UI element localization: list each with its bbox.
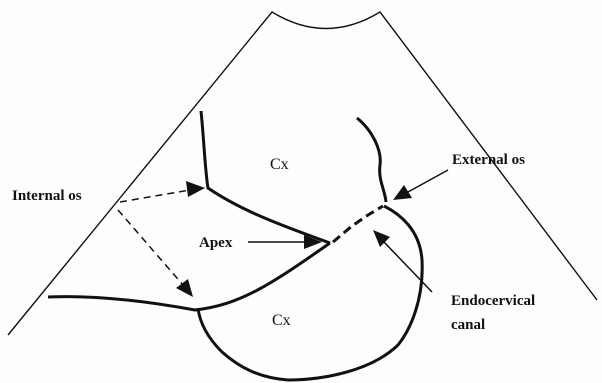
- label-endocervical-line2: canal: [451, 317, 485, 333]
- sector-outline: [7, 11, 598, 336]
- external-os-arrowhead: [393, 185, 412, 200]
- endocervical-arrow: [383, 241, 433, 293]
- endocervical-arrowhead: [373, 230, 390, 247]
- label-apex: Apex: [199, 235, 233, 251]
- posterior-lip-boundary: [199, 110, 331, 245]
- internal-os-arrow-lower: [117, 209, 184, 286]
- label-external-os: External os: [452, 152, 525, 168]
- label-cx-upper: Cx: [270, 156, 289, 173]
- endocervical-canal-line: [332, 204, 384, 244]
- canal-lower-wall: [47, 241, 331, 312]
- anterior-lip-outline: [196, 204, 424, 382]
- label-cx-lower: Cx: [272, 312, 291, 329]
- internal-os-arrowhead-upper: [186, 181, 205, 197]
- external-os-boundary: [356, 116, 388, 203]
- internal-os-arrowhead-lower: [176, 279, 193, 297]
- label-internal-os: Internal os: [12, 188, 82, 204]
- external-os-arrow: [407, 169, 449, 193]
- apex-arrowhead: [304, 235, 322, 249]
- internal-os-arrow-upper: [119, 189, 191, 203]
- label-endocervical-line1: Endocervical: [451, 293, 535, 309]
